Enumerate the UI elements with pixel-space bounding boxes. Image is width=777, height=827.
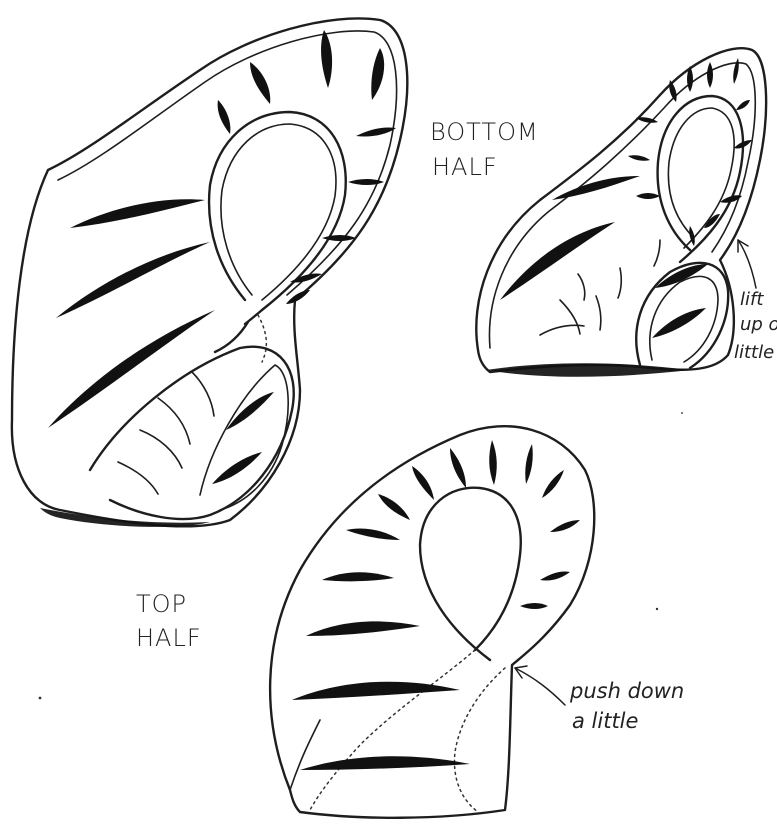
bottom-half-pouch-rib xyxy=(192,372,214,416)
top-half-rib xyxy=(322,572,394,581)
top-half-label-line2: HALF xyxy=(136,624,202,652)
bottom-half-rib xyxy=(250,62,270,104)
bottom-half-shell xyxy=(12,18,407,527)
lifted-shell-base-shadow xyxy=(486,363,690,377)
lift-label-line1: lift xyxy=(740,289,764,310)
top-half-rib xyxy=(450,448,466,488)
bottom-half-pouch-rib xyxy=(118,462,158,494)
lifted-shell-loop-inner xyxy=(668,108,734,248)
bottom-half-rib xyxy=(321,30,332,88)
lifted-shell-lower-rib xyxy=(578,274,585,300)
bottom-half-pouch-rib xyxy=(158,398,190,444)
paper-speck xyxy=(39,697,42,700)
lifted-shell-rib xyxy=(736,100,750,110)
lifted-shell xyxy=(476,48,766,377)
push-label-line1: push down xyxy=(569,679,684,703)
push-label-line2: a little xyxy=(572,709,638,733)
lifted-shell-inner-rim xyxy=(489,63,755,348)
top-half-shell xyxy=(270,426,594,818)
bottom-half-pouch-dark-rib xyxy=(226,392,274,430)
lifted-shell-long-rib xyxy=(500,222,615,300)
bottom-half-rib xyxy=(218,100,231,134)
bottom-half-stitch-seam xyxy=(258,315,266,362)
paper-speck xyxy=(656,608,658,610)
bottom-half-label-line2: HALF xyxy=(432,153,498,181)
bottom-half-rib xyxy=(371,48,384,100)
top-half-loop xyxy=(420,488,521,660)
bottom-half-outer-outline xyxy=(12,18,407,526)
lifted-shell-rib xyxy=(636,193,660,199)
bottom-half-long-rib xyxy=(70,199,205,228)
lifted-shell-rib xyxy=(733,58,739,84)
lifted-shell-long-rib xyxy=(652,308,706,338)
top-half-rib xyxy=(306,621,420,636)
lifted-shell-rib xyxy=(628,155,650,161)
lifted-shell-lower-rib xyxy=(618,268,621,298)
top-half-hidden-line xyxy=(454,668,505,812)
lift-label-line3: little xyxy=(734,342,774,363)
top-half-rib xyxy=(346,528,400,540)
bottom-half-long-rib xyxy=(56,242,210,318)
top-half-left-edge xyxy=(290,720,320,790)
bottom-half-lower-pouch-inner xyxy=(200,365,288,510)
bottom-half-inner-rim xyxy=(58,31,397,295)
lifted-shell-lower-rib xyxy=(654,240,660,266)
lift-arrow-shaft xyxy=(738,240,756,288)
top-half-rib xyxy=(412,466,434,500)
top-half-rib xyxy=(540,571,570,580)
bottom-half-rib xyxy=(356,127,396,136)
bottom-half-pouch-dark-rib xyxy=(212,452,262,484)
top-half-rib xyxy=(520,603,548,609)
top-half-hidden-line xyxy=(310,650,475,810)
top-half-rib xyxy=(542,470,564,498)
bottom-half-label-line1: BOTTOM xyxy=(430,118,539,146)
top-half-rib xyxy=(378,494,410,520)
lifted-shell-rib xyxy=(689,226,695,246)
push-arrow-shaft xyxy=(515,668,565,705)
bottom-half-long-rib xyxy=(48,310,215,428)
paper-speck xyxy=(681,412,683,414)
top-half-rib xyxy=(550,520,580,532)
lifted-shell-rib xyxy=(707,62,713,88)
lifted-shell-lower-rib xyxy=(596,296,601,330)
top-half-rib xyxy=(300,756,470,770)
top-half-rib xyxy=(489,440,497,485)
top-half-label-line1: TOP xyxy=(136,590,187,618)
bottom-half-pouch-rib xyxy=(140,430,182,468)
top-half-rib xyxy=(525,444,533,484)
top-half-rib xyxy=(292,682,460,700)
lift-label-line2: up o xyxy=(740,314,777,335)
lifted-shell-lower-rib xyxy=(560,300,580,334)
